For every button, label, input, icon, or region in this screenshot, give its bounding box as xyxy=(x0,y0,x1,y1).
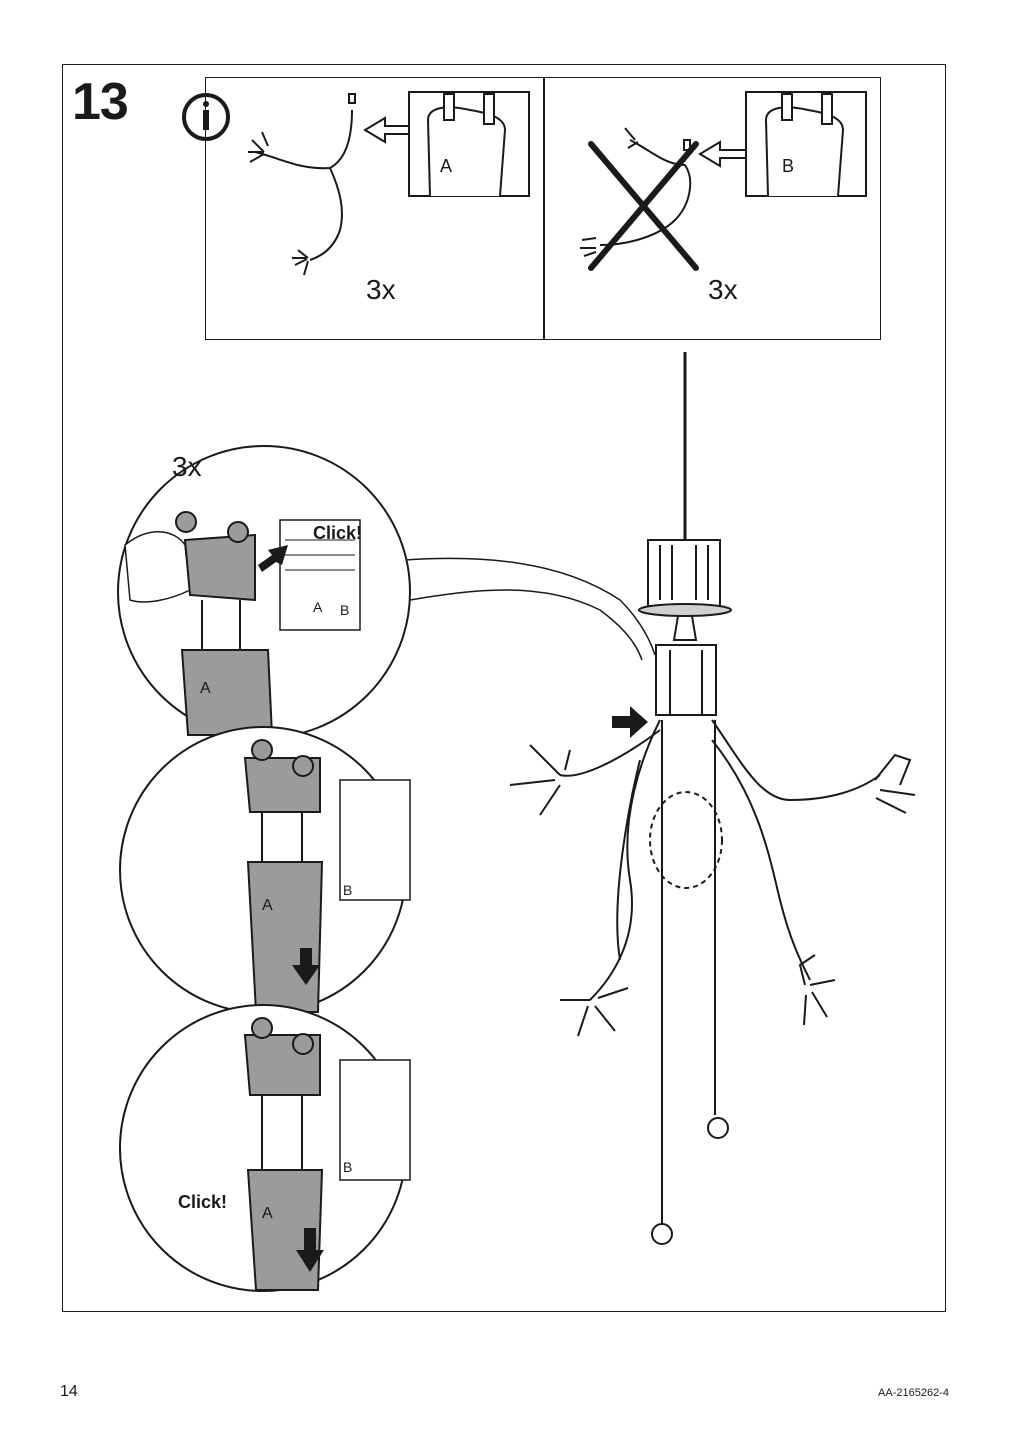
callout-line-2 xyxy=(404,557,656,656)
arrow-icon xyxy=(363,116,416,144)
click-label-bottom: Click! xyxy=(178,1192,227,1212)
connector-a-letter: A xyxy=(440,156,452,176)
step-number: 13 xyxy=(72,73,129,131)
correct-quantity: 3x xyxy=(366,274,396,305)
socket-letter-b-2: B xyxy=(343,882,352,898)
wire-arm-icon xyxy=(248,93,356,276)
push-arrow-icon xyxy=(612,706,648,738)
cross-icon xyxy=(588,141,699,271)
detail-quantity: 3x xyxy=(172,451,202,482)
socket-letter-b-3: B xyxy=(343,1159,352,1175)
callout-line xyxy=(409,589,643,661)
click-label-top: Click! xyxy=(313,523,362,543)
connector-letter-3: A xyxy=(262,1205,273,1222)
arrow-incorrect-icon xyxy=(698,140,751,168)
detail-circle-2: A B xyxy=(119,726,411,1014)
socket-letter-b: B xyxy=(340,602,349,618)
connector-letter: A xyxy=(200,680,211,697)
detail-circle-3: A B xyxy=(119,1004,411,1292)
socket-letter-a: A xyxy=(313,599,323,615)
detail-circle-1: A A B xyxy=(117,445,411,739)
wire-arm-incorrect-icon xyxy=(580,127,692,257)
connector-letter-2: A xyxy=(262,897,273,914)
connector-b-letter: B xyxy=(782,156,794,176)
pendant-lamp xyxy=(509,352,916,1245)
incorrect-quantity: 3x xyxy=(708,274,738,305)
step-frame xyxy=(62,64,946,1312)
info-box-divider xyxy=(543,78,545,339)
info-icon xyxy=(182,93,230,141)
connector-b-detail: B xyxy=(745,91,867,197)
document-code: AA-2165262-4 xyxy=(878,1387,949,1399)
page-number: 14 xyxy=(60,1383,78,1400)
connector-a-detail: A xyxy=(408,91,530,197)
info-box xyxy=(205,77,881,340)
